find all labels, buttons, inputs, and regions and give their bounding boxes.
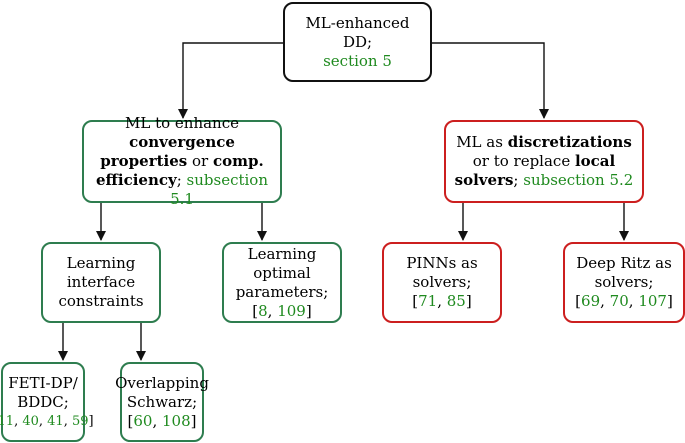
ritz-sep-1: , — [600, 292, 610, 310]
optimal-bracket-close: ] — [305, 301, 312, 320]
pinns-bracket-close: ] — [465, 292, 472, 310]
root-title: ML-enhanced DD; — [305, 13, 410, 51]
feti-sep-2: , — [38, 413, 48, 429]
node-ml-as-discretizations: ML as discretizations or to replace loca… — [444, 120, 644, 203]
node-pinns-as-solvers: PINNs as solvers; [71, 85] — [382, 242, 502, 323]
left-text-3: ; — [176, 171, 187, 189]
pinns-sep: , — [437, 292, 447, 310]
interface-line-1: Learning interface — [66, 254, 136, 291]
feti-sep-3: , — [63, 413, 72, 429]
node-feti-dp-bddc: FETI-DP/ BDDC; [11, 40, 41, 59] — [0, 362, 94, 442]
feti-line-1: FETI-DP/ — [8, 373, 78, 392]
schwarz-bracket-close: ] — [190, 411, 197, 430]
feti-citation-1: 11 — [0, 413, 15, 429]
optimal-citation-1: 8 — [258, 301, 268, 320]
feti-sep-1: , — [14, 413, 23, 429]
node-learning-interface-constraints: Learning interface constraints — [41, 242, 161, 323]
ritz-citation-3: 107 — [638, 292, 667, 310]
right-text-2: or to replace — [472, 152, 575, 170]
schwarz-sep: , — [152, 411, 162, 430]
edge-root-to-right — [432, 42, 549, 119]
left-subsection-ref: subsection 5.1 — [170, 171, 268, 208]
right-bold-solvers: solvers — [454, 171, 514, 189]
right-bold-discretizations: discretizations — [507, 133, 632, 151]
edge-root-to-left — [178, 42, 283, 119]
feti-citation-4: 59 — [71, 413, 89, 429]
node-ml-enhanced-dd: ML-enhanced DD; section 5 — [283, 2, 432, 82]
left-bold-comp: comp. — [212, 152, 264, 170]
left-text-2: or — [187, 152, 213, 170]
left-bold-properties: properties — [100, 152, 188, 170]
ritz-line-2: solvers; — [594, 273, 654, 291]
optimal-bracket-open: [ — [252, 301, 259, 320]
ritz-citation-1: 69 — [581, 292, 601, 310]
right-text-1: ML as — [456, 133, 508, 151]
pinns-line-2: solvers; — [412, 273, 472, 291]
ritz-sep-2: , — [628, 292, 639, 310]
root-section-ref: section 5 — [323, 51, 392, 70]
schwarz-bracket-open: [ — [127, 411, 134, 430]
schwarz-line-2: Schwarz; — [126, 392, 198, 411]
feti-bracket-close: ] — [88, 413, 94, 429]
ritz-line-1: Deep Ritz as — [576, 254, 672, 272]
optimal-citation-2: 109 — [277, 301, 306, 320]
ritz-bracket-close: ] — [666, 292, 673, 310]
optimal-line-1: Learning optimal — [247, 244, 317, 282]
right-bold-local: local — [574, 152, 616, 170]
left-text-1: ML to enhance — [125, 114, 239, 132]
ritz-bracket-open: [ — [575, 292, 582, 310]
feti-citation-2: 40 — [22, 413, 39, 429]
feti-line-2: BDDC; — [17, 392, 69, 411]
interface-line-2: constraints — [58, 292, 144, 310]
right-text-3: ; — [513, 171, 524, 189]
pinns-citation-2: 85 — [446, 292, 466, 310]
optimal-sep: , — [267, 301, 278, 320]
optimal-line-2: parameters; — [235, 282, 329, 301]
pinns-line-1: PINNs as — [406, 254, 478, 272]
left-bold-efficiency: efficiency — [96, 171, 177, 189]
node-learning-optimal-parameters: Learning optimal parameters; [8, 109] — [222, 242, 342, 323]
node-ml-enhance-convergence: ML to enhance convergence properties or … — [82, 114, 282, 208]
schwarz-line-1: Overlapping — [115, 373, 209, 392]
right-subsection-ref: subsection 5.2 — [523, 171, 634, 189]
pinns-bracket-open: [ — [412, 292, 419, 310]
ritz-citation-2: 70 — [609, 292, 629, 310]
node-deep-ritz-as-solvers: Deep Ritz as solvers; [69, 70, 107] — [563, 242, 685, 323]
schwarz-citation-1: 60 — [133, 411, 153, 430]
left-bold-convergence: convergence — [129, 133, 235, 151]
node-overlapping-schwarz: Overlapping Schwarz; [60, 108] — [115, 362, 209, 442]
schwarz-citation-2: 108 — [162, 411, 191, 430]
feti-citation-3: 41 — [47, 413, 64, 429]
pinns-citation-1: 71 — [418, 292, 438, 310]
